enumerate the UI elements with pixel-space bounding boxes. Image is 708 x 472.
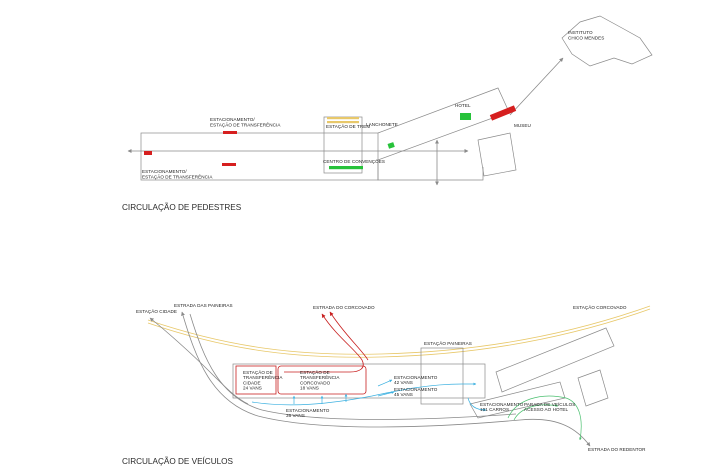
circulation-parking: [251, 382, 477, 406]
estrada-corcovado-label: ESTRADA DO CORCOVADO: [313, 305, 375, 310]
pedestrian-plan: INSTITUTO CHICO MENDES HOTEL MUSEU LANCH…: [122, 15, 653, 212]
hotel-wing-outline: [377, 87, 510, 161]
road-corcovado-edge: [329, 311, 369, 361]
transfer-cidade-label: ESTAÇÃO DE TRANSFERÊNCIA CIDADE 24 VANS: [243, 369, 284, 391]
estrada-paineiras-label: ESTRADA DAS PAINEIRAS: [174, 303, 233, 308]
pedestrian-title: CIRCULAÇÃO DE PEDESTRES: [122, 202, 242, 212]
train-rail-line: [147, 305, 651, 355]
road-paineiras-edge: [189, 313, 517, 420]
parking-101-label: ESTACIONAMENTO 101 CARROS: [480, 402, 525, 412]
instituto-building-outline: [561, 15, 653, 67]
train-rail-line: [147, 308, 651, 358]
museum-block-outline: [577, 369, 609, 407]
convention-center-label: CENTRO DE CONVENÇÕES: [323, 158, 385, 164]
hotel-marker: [460, 113, 471, 120]
parking-marker: [222, 163, 236, 166]
estrada-redentor-label: ESTRADA DO REDENTOR: [588, 447, 646, 452]
parking-marker: [144, 151, 152, 155]
vehicle-stop-label: PARADA DE VEÍCULOS ACESSO AO HOTEL: [524, 401, 577, 412]
transfer-corcovado-loop: [277, 365, 367, 395]
lanchonete-label: LANCHONETE: [366, 122, 398, 127]
circulation-stub: [377, 379, 393, 387]
museu-label: MUSEU: [514, 123, 531, 128]
circulation-hotel-access: [507, 395, 582, 441]
train-rail-marker: [327, 121, 359, 124]
convention-center-marker: [329, 166, 363, 170]
museum-block-outline: [477, 132, 517, 177]
estacao-cidade-label: ESTAÇÃO CIDADE: [136, 308, 177, 314]
hotel-label: HOTEL: [455, 103, 471, 108]
parking-transfer-label: ESTACIONAMENTO/ ESTAÇÃO DE TRANSFERÊNCIA: [142, 169, 213, 180]
parking-42-label: ESTACIONAMENTO 42 VANS: [394, 375, 439, 385]
circulation-hotel-access: [513, 404, 559, 421]
parking-marker: [223, 131, 237, 134]
pedestrian-instituto-arrow: [509, 57, 564, 116]
train-rail-marker: [327, 117, 359, 120]
lower-wing-outline: [377, 160, 484, 181]
vehicle-title: CIRCULAÇÃO DE VEÍCULOS: [122, 456, 234, 466]
transfer-cidade-loop: [235, 365, 277, 395]
circulation-stub: [467, 397, 487, 412]
lanchonete-marker: [387, 142, 395, 149]
parking-transfer-label: ESTACIONAMENTO/ ESTAÇÃO DE TRANSFERÊNCIA: [210, 117, 281, 128]
hotel-wing-outline: [495, 327, 615, 393]
lower-wing-outline: [469, 381, 566, 419]
vehicle-plan: ESTAÇÃO CIDADE ESTRADA DAS PAINEIRAS EST…: [122, 303, 651, 466]
parking-45-label: ESTACIONAMENTO 45 VANS: [394, 387, 439, 397]
museum-marker: [489, 105, 517, 121]
estacao-paineiras-label: ESTAÇÃO PAINEIRAS: [424, 340, 472, 346]
transfer-corcovado-label: ESTAÇÃO DE TRANSFERÊNCIA CORCOVADO 18 VA…: [300, 369, 341, 391]
road-corcovado: [284, 313, 364, 373]
train-station-label: ESTAÇÃO DE TREM: [326, 123, 370, 129]
parking-36-label: ESTACIONAMENTO 36 VANS: [286, 408, 331, 418]
instituto-label: INSTITUTO CHICO MENDES: [568, 30, 604, 40]
road-cidade: [149, 317, 249, 405]
road-paineiras: [181, 311, 591, 447]
main-building-outline: [140, 132, 379, 181]
estacao-corcovado-label: ESTAÇÃO CORCOVADO: [573, 304, 627, 310]
circulation-stub: [377, 391, 395, 397]
